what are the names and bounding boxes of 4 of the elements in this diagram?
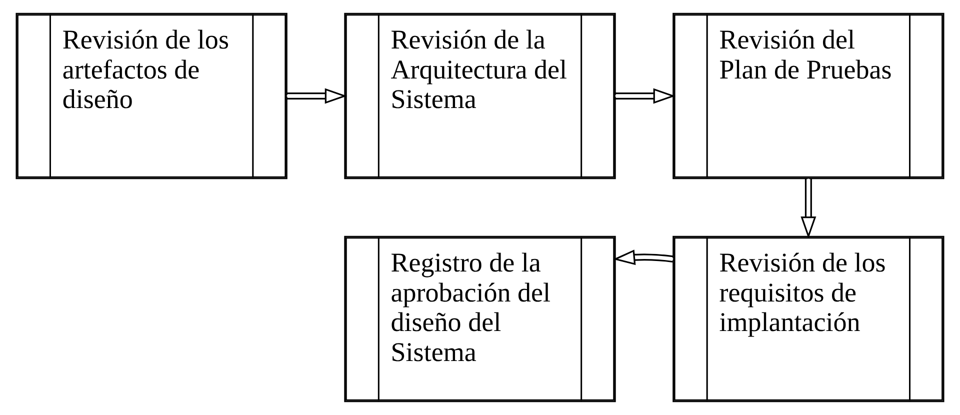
arrow — [800, 178, 816, 239]
arrow — [286, 88, 348, 104]
arrow — [612, 250, 674, 266]
arrow — [615, 88, 676, 104]
